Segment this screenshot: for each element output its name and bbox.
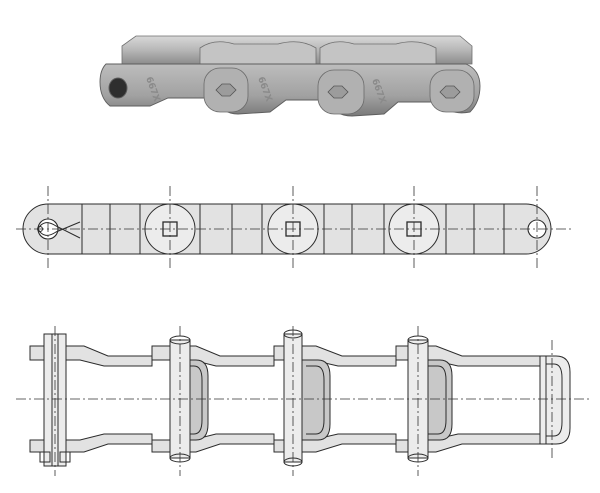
side-view [16, 186, 574, 270]
barrel [539, 355, 571, 445]
product-photo: 667X 667X 667X [99, 35, 481, 117]
barrel [297, 359, 331, 441]
top-view [16, 326, 590, 476]
